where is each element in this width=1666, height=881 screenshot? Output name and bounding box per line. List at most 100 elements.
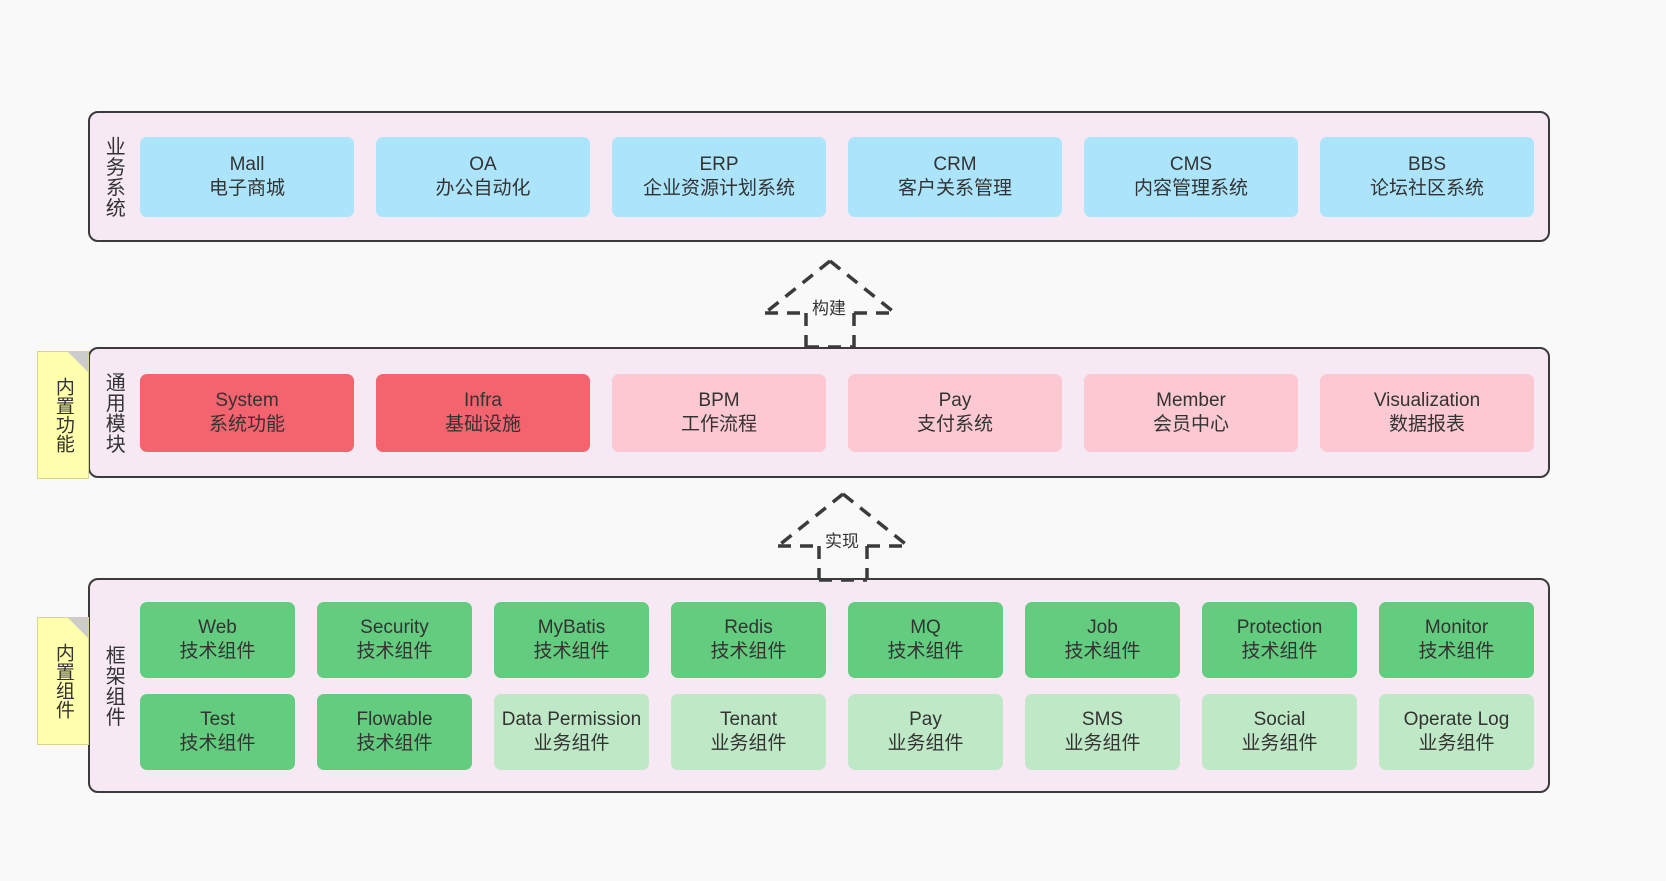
node-data-permission-cn: 业务组件 — [533, 732, 610, 754]
layer-common-modules: 通用模块 System 系统功能 Infra 基础设施 BPM 工作流程 Pay… — [88, 347, 1550, 478]
node-test-en: Test — [200, 709, 235, 731]
connector-realize-label: 实现 — [825, 532, 859, 551]
layer-framework-title: 框架组件 — [102, 644, 125, 727]
node-erp-en: ERP — [699, 154, 739, 176]
node-sms[interactable]: SMS 业务组件 — [1025, 693, 1180, 770]
node-crm-cn: 客户关系管理 — [897, 177, 1012, 199]
node-pay-component-en: Pay — [909, 709, 942, 731]
node-mybatis[interactable]: MyBatis 技术组件 — [494, 601, 649, 678]
node-crm[interactable]: CRM 客户关系管理 — [848, 136, 1062, 217]
node-mall[interactable]: Mall 电子商城 — [140, 136, 354, 217]
node-mq[interactable]: MQ 技术组件 — [848, 601, 1003, 678]
node-security-en: Security — [360, 617, 429, 639]
node-web[interactable]: Web 技术组件 — [140, 601, 295, 678]
note-fold-corner-icon — [68, 352, 88, 372]
node-sms-cn: 业务组件 — [1064, 732, 1141, 754]
node-data-permission[interactable]: Data Permission 业务组件 — [494, 693, 649, 770]
framework-biz-row: Test 技术组件 Flowable 技术组件 Data Permission … — [140, 693, 1534, 770]
node-pay-module[interactable]: Pay 支付系统 — [848, 373, 1062, 452]
node-bpm[interactable]: BPM 工作流程 — [612, 373, 826, 452]
node-monitor-en: Monitor — [1424, 617, 1489, 639]
node-erp-cn: 企业资源计划系统 — [642, 177, 795, 199]
node-visualization-en: Visualization — [1373, 390, 1481, 412]
node-data-permission-en: Data Permission — [501, 709, 642, 731]
layer-modules-title: 通用模块 — [102, 371, 125, 454]
node-web-en: Web — [198, 617, 237, 639]
node-bbs-en: BBS — [1407, 154, 1447, 176]
node-operate-log-cn: 业务组件 — [1418, 732, 1495, 754]
node-oa-en: OA — [469, 154, 497, 176]
node-job-cn: 技术组件 — [1064, 640, 1141, 662]
node-member[interactable]: Member 会员中心 — [1084, 373, 1298, 452]
node-system[interactable]: System 系统功能 — [140, 373, 354, 452]
node-tenant-cn: 业务组件 — [710, 732, 787, 754]
node-flowable-en: Flowable — [356, 709, 433, 731]
sticky-note-builtin-components: 内置组件 — [37, 617, 89, 745]
node-flowable-cn: 技术组件 — [356, 732, 433, 754]
node-mall-cn: 电子商城 — [208, 177, 285, 199]
node-web-cn: 技术组件 — [179, 640, 256, 662]
sticky-note-builtin-components-text: 内置组件 — [52, 643, 74, 719]
node-job[interactable]: Job 技术组件 — [1025, 601, 1180, 678]
layer-business-body: Mall 电子商城 OA 办公自动化 ERP 企业资源计划系统 CRM 客户关系… — [136, 113, 1548, 240]
node-monitor[interactable]: Monitor 技术组件 — [1379, 601, 1534, 678]
node-operate-log[interactable]: Operate Log 业务组件 — [1379, 693, 1534, 770]
node-redis-en: Redis — [724, 617, 773, 639]
node-protection[interactable]: Protection 技术组件 — [1202, 601, 1357, 678]
node-mq-en: MQ — [910, 617, 941, 639]
node-cms-cn: 内容管理系统 — [1133, 177, 1248, 199]
node-security-cn: 技术组件 — [356, 640, 433, 662]
node-mall-en: Mall — [229, 154, 265, 176]
node-infra-en: Infra — [463, 390, 503, 412]
node-sms-en: SMS — [1081, 709, 1124, 731]
layer-business-title: 业务系统 — [102, 135, 125, 218]
node-mybatis-en: MyBatis — [537, 617, 606, 639]
node-redis[interactable]: Redis 技术组件 — [671, 601, 826, 678]
node-job-en: Job — [1087, 617, 1118, 639]
node-test-cn: 技术组件 — [179, 732, 256, 754]
node-cms[interactable]: CMS 内容管理系统 — [1084, 136, 1298, 217]
node-monitor-cn: 技术组件 — [1418, 640, 1495, 662]
node-visualization[interactable]: Visualization 数据报表 — [1320, 373, 1534, 452]
node-bpm-cn: 工作流程 — [680, 413, 757, 435]
note-fold-corner-icon — [68, 618, 88, 638]
node-member-en: Member — [1156, 390, 1226, 412]
layer-framework-components: 框架组件 Web 技术组件 Security 技术组件 MyBatis 技术组件… — [88, 578, 1550, 793]
node-bbs[interactable]: BBS 论坛社区系统 — [1320, 136, 1534, 217]
node-social-en: Social — [1253, 709, 1306, 731]
node-system-cn: 系统功能 — [208, 413, 285, 435]
node-operate-log-en: Operate Log — [1403, 709, 1510, 731]
connector-build-arrow — [763, 259, 897, 349]
node-bbs-cn: 论坛社区系统 — [1369, 177, 1484, 199]
node-oa[interactable]: OA 办公自动化 — [376, 136, 590, 217]
layer-business-systems: 业务系统 Mall 电子商城 OA 办公自动化 ERP 企业资源计划系统 CRM… — [88, 111, 1550, 242]
node-pay-component[interactable]: Pay 业务组件 — [848, 693, 1003, 770]
business-node-row: Mall 电子商城 OA 办公自动化 ERP 企业资源计划系统 CRM 客户关系… — [140, 136, 1534, 217]
node-protection-cn: 技术组件 — [1241, 640, 1318, 662]
node-mq-cn: 技术组件 — [887, 640, 964, 662]
node-pay-module-en: Pay — [938, 390, 972, 412]
node-oa-cn: 办公自动化 — [435, 177, 531, 199]
connector-build-label: 构建 — [812, 299, 846, 318]
module-node-row: System 系统功能 Infra 基础设施 BPM 工作流程 Pay 支付系统… — [140, 373, 1534, 452]
node-test[interactable]: Test 技术组件 — [140, 693, 295, 770]
node-redis-cn: 技术组件 — [710, 640, 787, 662]
sticky-note-builtin-features: 内置功能 — [37, 351, 89, 479]
node-system-en: System — [215, 390, 279, 412]
node-mybatis-cn: 技术组件 — [533, 640, 610, 662]
node-erp[interactable]: ERP 企业资源计划系统 — [612, 136, 826, 217]
node-cms-en: CMS — [1169, 154, 1213, 176]
node-security[interactable]: Security 技术组件 — [317, 601, 472, 678]
node-tenant[interactable]: Tenant 业务组件 — [671, 693, 826, 770]
node-infra-cn: 基础设施 — [444, 413, 521, 435]
node-visualization-cn: 数据报表 — [1388, 413, 1465, 435]
node-flowable[interactable]: Flowable 技术组件 — [317, 693, 472, 770]
layer-framework-body: Web 技术组件 Security 技术组件 MyBatis 技术组件 Redi… — [136, 580, 1548, 791]
node-tenant-en: Tenant — [719, 709, 778, 731]
node-crm-en: CRM — [933, 154, 977, 176]
node-pay-module-cn: 支付系统 — [916, 413, 993, 435]
node-social[interactable]: Social 业务组件 — [1202, 693, 1357, 770]
node-infra[interactable]: Infra 基础设施 — [376, 373, 590, 452]
connector-realize-arrow — [776, 492, 910, 582]
